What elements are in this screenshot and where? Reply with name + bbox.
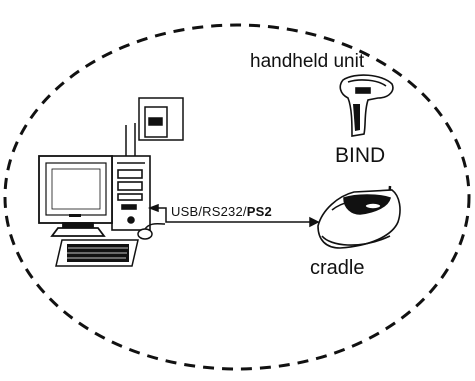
cradle-icon xyxy=(317,185,401,249)
handheld-scanner-icon xyxy=(339,74,394,137)
dashed-boundary xyxy=(3,23,471,371)
computer-tower-icon xyxy=(111,155,151,231)
monitor-icon xyxy=(38,155,113,237)
cradle-label: cradle xyxy=(310,257,365,279)
connection-type-label: USB/RS232/PS2 xyxy=(171,205,272,218)
bind-label: BIND xyxy=(335,144,386,167)
keyboard-icon xyxy=(55,239,139,267)
connection-cable xyxy=(147,203,320,228)
connection-ps2: PS2 xyxy=(246,204,272,219)
wall-socket-icon xyxy=(125,97,184,160)
connection-prefix: USB/RS232/ xyxy=(171,204,247,219)
mouse-icon xyxy=(137,222,166,240)
handheld-unit-label: handheld unit xyxy=(250,51,365,72)
